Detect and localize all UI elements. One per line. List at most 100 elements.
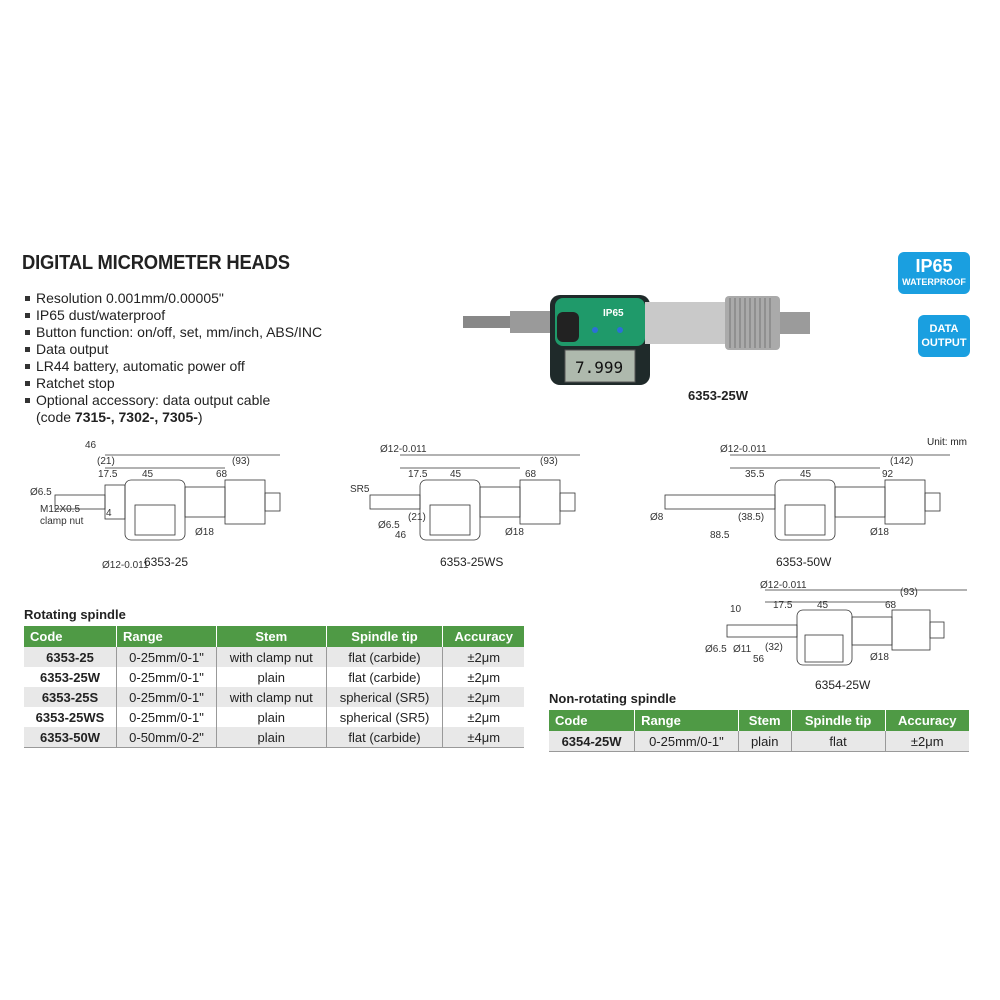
table-row: 6353-25W 0-25mm/0-1" plain flat (carbide… — [24, 667, 524, 687]
cell: ±2μm — [467, 669, 501, 685]
col-header: Code — [549, 710, 636, 731]
dim-text: 17.5 — [408, 469, 428, 480]
feature-item: Resolution 0.001mm/0.00005" — [24, 290, 322, 307]
ratchet — [780, 312, 810, 334]
unit-note: Unit: mm — [927, 437, 967, 448]
cont-suffix: ) — [197, 409, 203, 425]
ip65-label: IP65 — [603, 308, 624, 319]
cell: 6354-25W — [549, 731, 636, 752]
product-image: IP65 7.999 — [463, 295, 810, 385]
feature-item: Data output — [24, 341, 322, 358]
drawing-label: 6353-25 — [144, 555, 189, 569]
dim-text: Ø12-0.011 — [102, 560, 149, 570]
cable-codes: 7315-, 7302-, 7305- — [74, 409, 198, 425]
rotating-heading: Rotating spindle — [24, 607, 126, 622]
cell: 0-25mm/0-1" — [116, 667, 217, 687]
cell: flat (carbide) — [326, 667, 444, 687]
cell: flat — [791, 731, 886, 752]
product-model-label: 6353-25W — [688, 388, 748, 403]
dim-text: (93) — [232, 456, 250, 467]
ip65-badge-sub: WATERPROOF — [902, 277, 966, 287]
col-header: Accuracy — [885, 710, 969, 731]
dim-text: 45 — [817, 600, 829, 611]
drawing-6353-25: 46 (21) 17.5 45 68 (93) Ø6.5 M12X0.5 cla… — [30, 440, 281, 570]
dim-text: 45 — [800, 469, 812, 480]
page-title: DIGITAL MICROMETER HEADS — [22, 252, 290, 274]
nonrotating-heading: Non-rotating spindle — [549, 691, 677, 706]
dim-text: (38.5) — [738, 512, 764, 523]
nonrotating-spec-table: Code Range Stem Spindle tip Accuracy 635… — [549, 710, 969, 752]
sleeve — [645, 302, 735, 344]
feature-item: Optional accessory: data output cable — [24, 392, 322, 409]
dim-text: Ø18 — [870, 652, 889, 663]
table-row: 6353-25 0-25mm/0-1" with clamp nut flat … — [24, 647, 524, 667]
cell: ±4μm — [442, 727, 524, 748]
ip65-badge: IP65 WATERPROOF — [898, 252, 970, 294]
dim-text: (32) — [765, 642, 783, 653]
feature-item: LR44 battery, automatic power off — [24, 358, 322, 375]
dim-text: Ø18 — [870, 527, 889, 538]
cell: flat (carbide) — [326, 727, 444, 748]
data-output-badge: DATA OUTPUT — [918, 315, 970, 357]
dim-text: 56 — [753, 654, 765, 665]
drawing-label: 6353-50W — [776, 555, 832, 569]
dim-text: 4 — [106, 508, 112, 519]
cell: plain — [216, 667, 327, 687]
dim-text: Ø18 — [195, 527, 214, 538]
dim-text: 17.5 — [98, 469, 118, 480]
dim-text: Ø11 — [733, 644, 752, 655]
col-header: Range — [116, 626, 217, 647]
dim-text: 17.5 — [773, 600, 793, 611]
cell: 6353-25S — [24, 687, 118, 707]
knurl-lines — [729, 298, 771, 348]
lcd-value: 7.999 — [575, 358, 623, 377]
cell: plain — [216, 707, 327, 727]
drawing-6353-50W: Ø12-0.011 35.5 45 92 (142) Ø8 (38.5) 88.… — [650, 444, 950, 541]
cell: 6353-25W — [24, 667, 118, 687]
dim-text: Ø6.5 — [378, 520, 400, 531]
cell: 0-50mm/0-2" — [116, 727, 217, 748]
dim-text: 45 — [450, 469, 462, 480]
feature-list: Resolution 0.001mm/0.00005" IP65 dust/wa… — [24, 290, 322, 426]
dim-text: 68 — [216, 469, 228, 480]
cell: 6353-25WS — [24, 707, 118, 727]
cell: ±2μm — [467, 709, 501, 725]
table-row: 6353-25S 0-25mm/0-1" with clamp nut sphe… — [24, 687, 524, 707]
cell: 6353-50W — [24, 727, 118, 748]
col-header: Accuracy — [442, 626, 524, 647]
drawing-6353-25WS: SR5 Ø6.5 Ø12-0.011 17.5 45 68 (93) (21) … — [350, 444, 580, 541]
cell: 0-25mm/0-1" — [634, 731, 739, 752]
table-row: 6353-25WS 0-25mm/0-1" plain spherical (S… — [24, 707, 524, 727]
dim-text: 46 — [85, 440, 97, 451]
data-output-line1: DATA — [929, 323, 959, 335]
cell: plain — [216, 727, 327, 748]
dim-text: Ø12-0.011 — [760, 580, 807, 591]
dim-text: (142) — [890, 456, 913, 467]
table-row: 6353-50W 0-50mm/0-2" plain flat (carbide… — [24, 727, 524, 748]
lcd-screen — [564, 349, 636, 383]
thimble — [725, 296, 780, 350]
drawing-6354-25W: (93) 10 Ø12-0.011 17.5 45 68 Ø6.5 Ø11 (3… — [705, 580, 967, 666]
feature-item: IP65 dust/waterproof — [24, 307, 322, 324]
cell: ±2μm — [442, 687, 524, 707]
rotating-spec-table: Code Range Stem Spindle tip Accuracy 635… — [24, 626, 524, 748]
feature-item: Button function: on/off, set, mm/inch, A… — [24, 324, 322, 341]
cell: with clamp nut — [216, 687, 327, 707]
clamp-button — [557, 312, 579, 342]
dim-text: Ø12-0.011 — [380, 444, 427, 455]
button-icon — [592, 327, 598, 333]
drawing-label: 6354-25W — [815, 678, 871, 692]
cell: plain — [738, 731, 792, 752]
cell: flat (carbide) — [326, 647, 444, 667]
feature-item: Ratchet stop — [24, 375, 322, 392]
cell: 0-25mm/0-1" — [116, 707, 217, 727]
dim-text: Ø12-0.011 — [720, 444, 767, 455]
cell: ±2μm — [442, 647, 524, 667]
dim-text: 46 — [395, 530, 407, 541]
dim-text: Ø6.5 — [30, 487, 52, 498]
dim-text: 45 — [142, 469, 154, 480]
button-icon — [617, 327, 623, 333]
dim-text: (21) — [408, 512, 426, 523]
ip65-badge-title: IP65 — [915, 256, 953, 276]
col-header: Spindle tip — [326, 626, 444, 647]
